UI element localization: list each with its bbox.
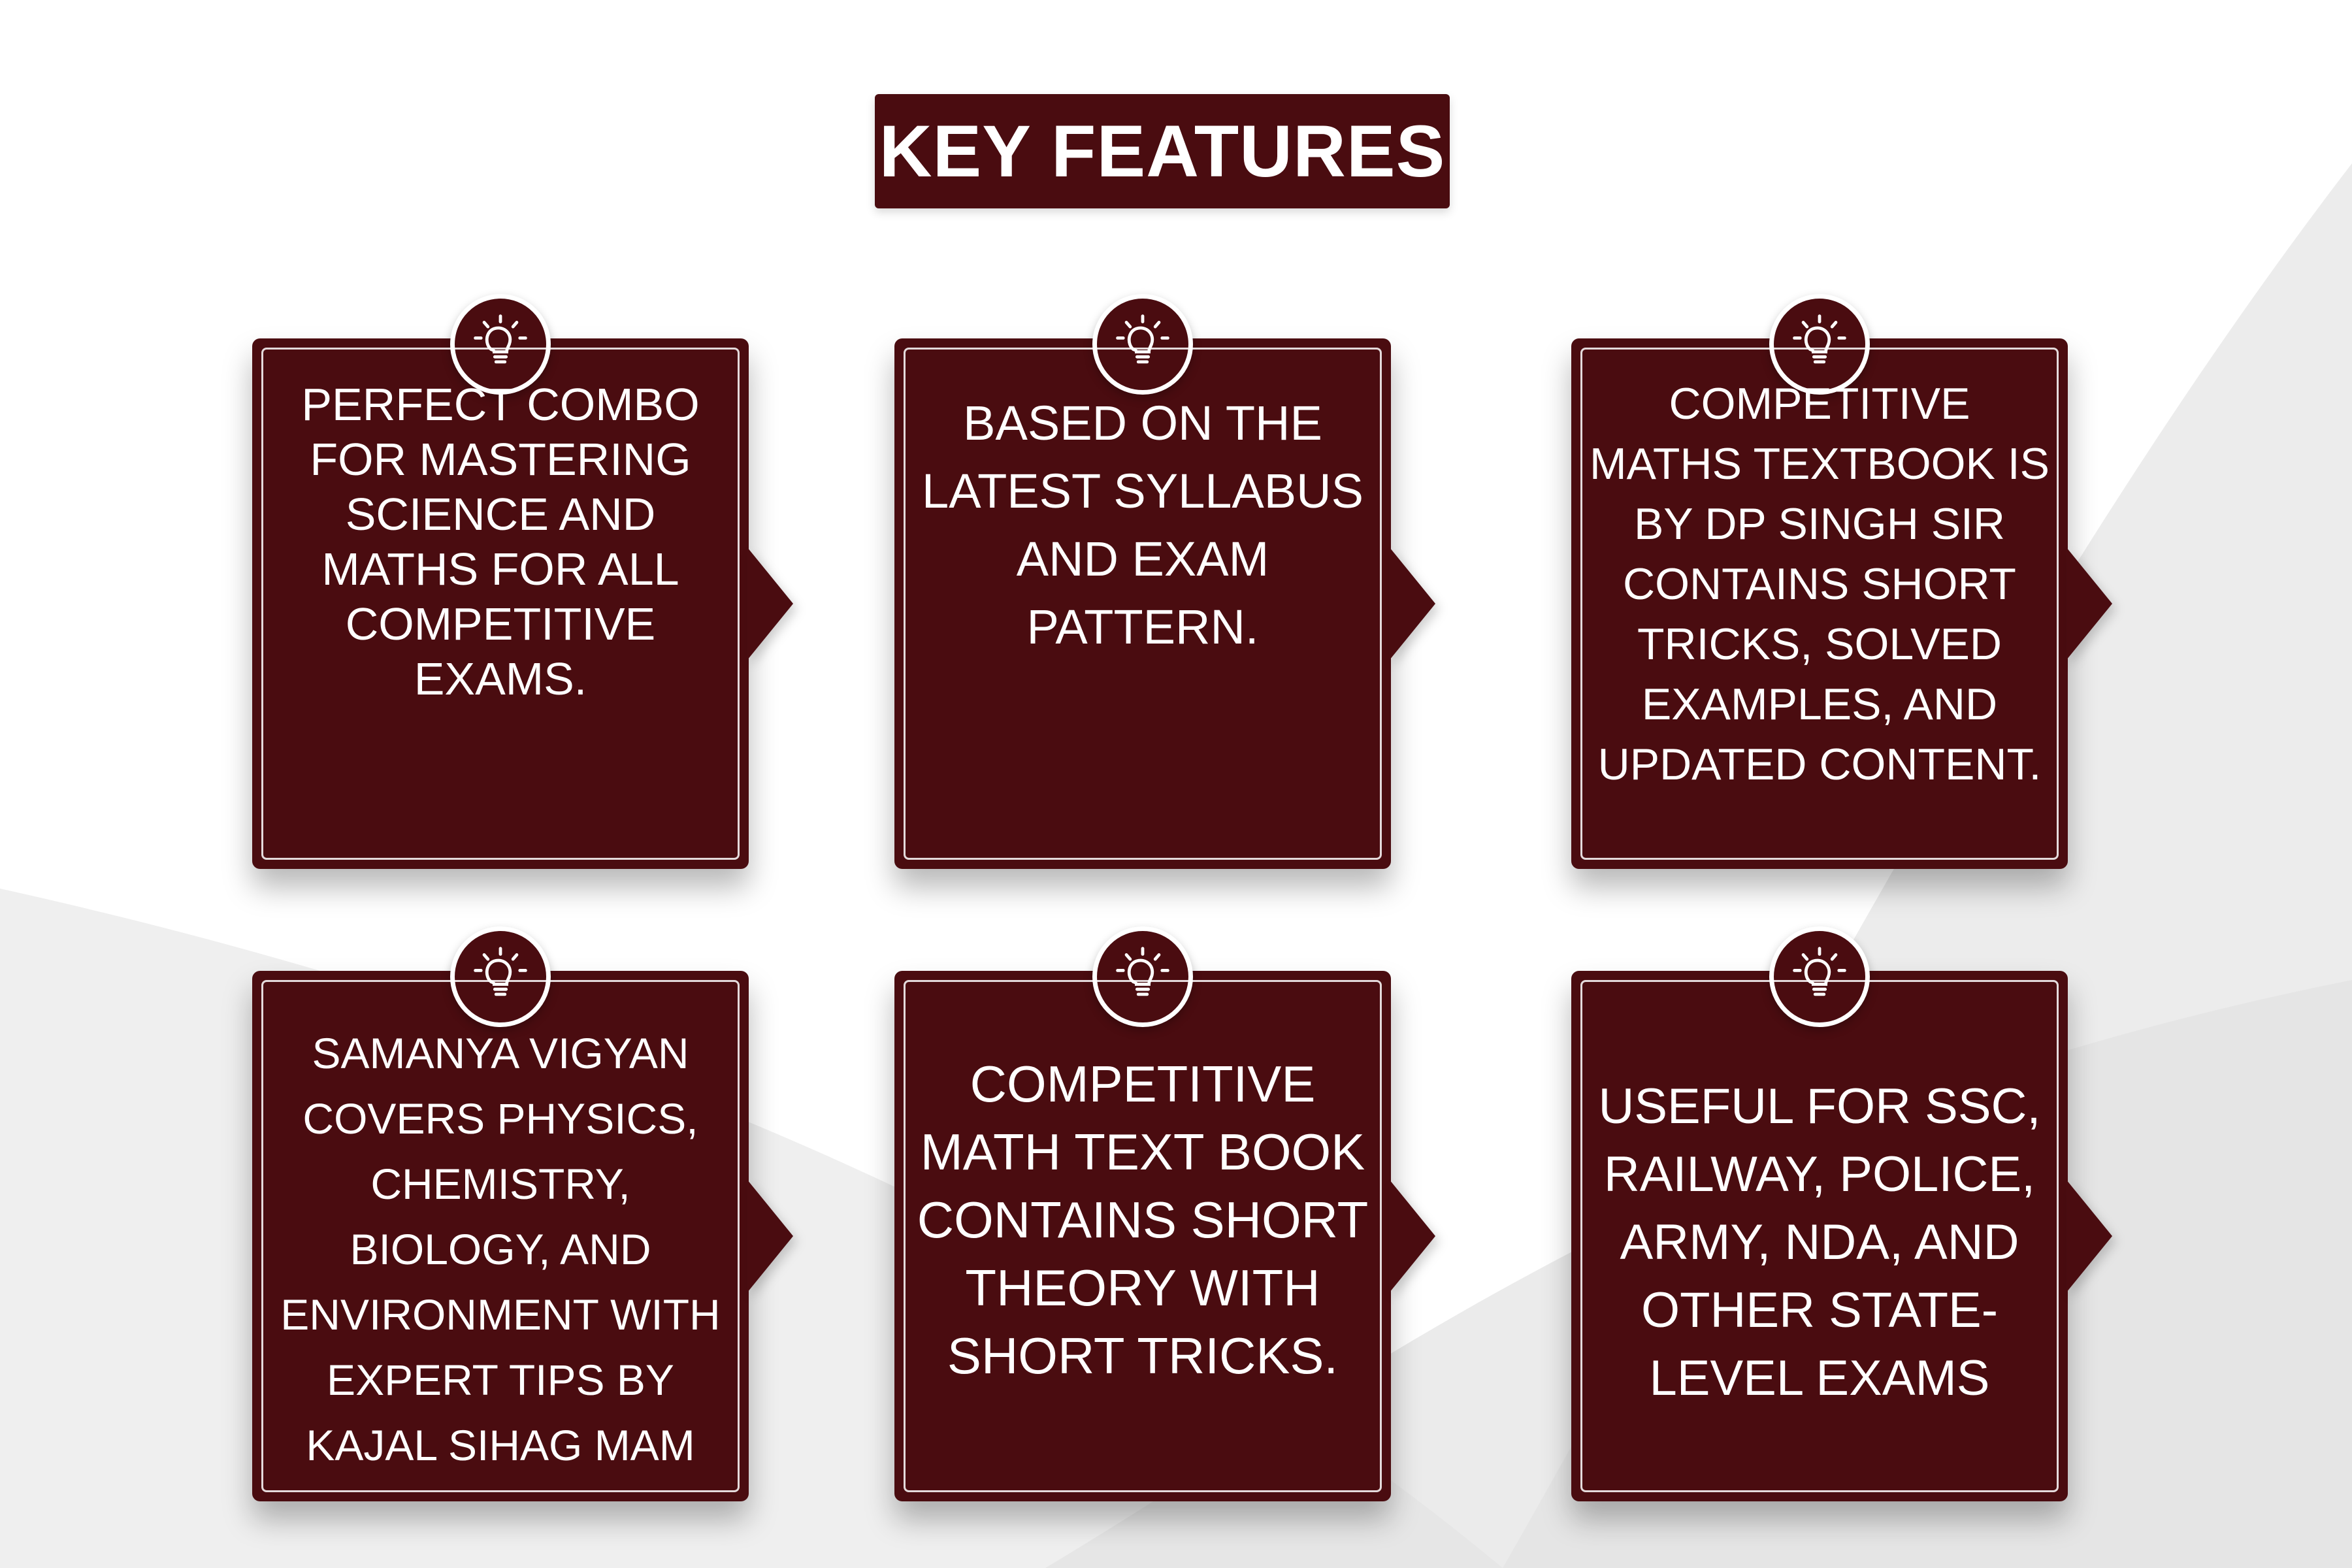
lightbulb-icon: [1769, 294, 1870, 395]
feature-text: PERFECT COMBO FOR MASTERING SCIENCE AND …: [301, 379, 700, 704]
lightbulb-icon: [450, 294, 551, 395]
feature-card-3: COMPETITIVE MATHS TEXTBOOK IS BY DP SING…: [1571, 294, 2112, 869]
lightbulb-icon: [1769, 926, 1870, 1027]
lightbulb-icon: [1092, 926, 1193, 1027]
page-title: KEY FEATURES: [875, 94, 1450, 208]
card-arrow: [747, 547, 793, 660]
feature-text: SAMANYA VIGYAN COVERS PHYSICS, CHEMISTRY…: [280, 1029, 721, 1469]
card-arrow: [1390, 1180, 1435, 1292]
feature-card-5: COMPETITIVE MATH TEXT BOOK CONTAINS SHOR…: [894, 926, 1435, 1501]
card-arrow: [2066, 547, 2112, 660]
feature-card-6: USEFUL FOR SSC, RAILWAY, POLICE, ARMY, N…: [1571, 926, 2112, 1501]
feature-card-2: BASED ON THE LATEST SYLLABUS AND EXAM PA…: [894, 294, 1435, 869]
feature-text: USEFUL FOR SSC, RAILWAY, POLICE, ARMY, N…: [1598, 1079, 2041, 1406]
feature-card-1: PERFECT COMBO FOR MASTERING SCIENCE AND …: [252, 294, 793, 869]
lightbulb-icon: [1092, 294, 1193, 395]
lightbulb-icon: [450, 926, 551, 1027]
feature-text: COMPETITIVE MATHS TEXTBOOK IS BY DP SING…: [1589, 379, 2050, 789]
feature-text: COMPETITIVE MATH TEXT BOOK CONTAINS SHOR…: [917, 1055, 1369, 1384]
card-arrow: [1390, 547, 1435, 660]
feature-text: BASED ON THE LATEST SYLLABUS AND EXAM PA…: [922, 396, 1364, 654]
card-arrow: [2066, 1180, 2112, 1292]
feature-card-4: SAMANYA VIGYAN COVERS PHYSICS, CHEMISTRY…: [252, 926, 793, 1501]
card-arrow: [747, 1180, 793, 1292]
